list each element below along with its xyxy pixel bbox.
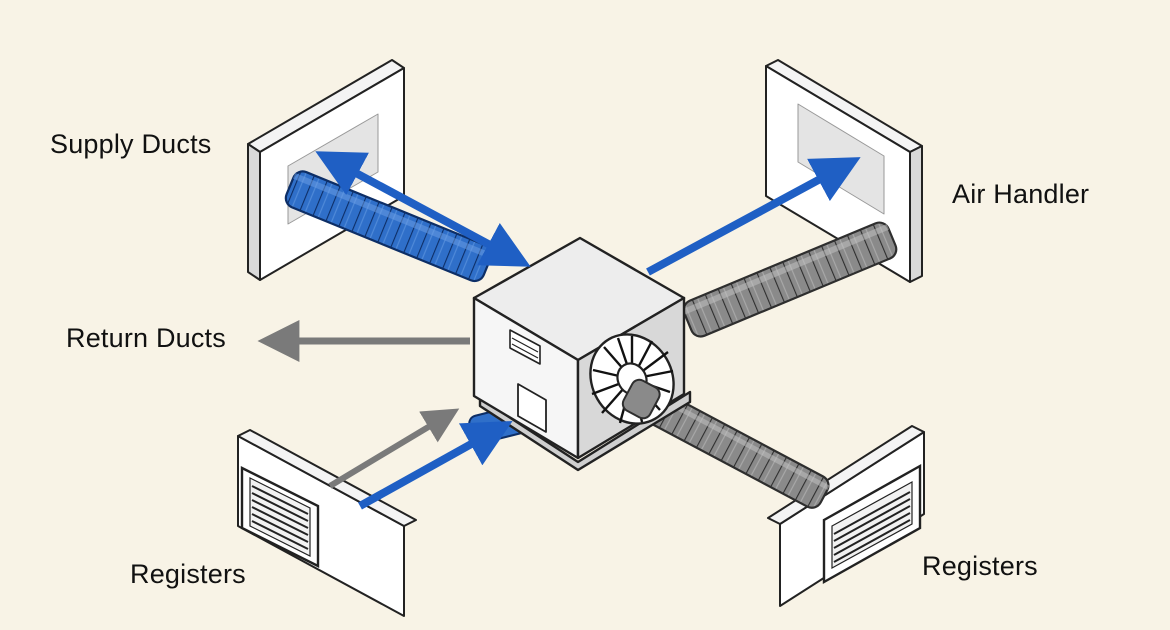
label-registers-left: Registers [130, 559, 246, 589]
flow-arrow-blue-bottom-left [358, 420, 513, 510]
flow-arrow-to-air-handler [646, 157, 861, 276]
wall-panel-top-left [247, 59, 405, 281]
label-registers-right: Registers [922, 551, 1038, 581]
air-handler-unit [472, 236, 692, 472]
flow-arrow-supply-bidirectional [315, 151, 531, 267]
register-vent-right [822, 463, 922, 585]
label-supply-ducts: Supply Ducts [50, 129, 212, 159]
fan-duct-connector [621, 378, 661, 420]
flow-arrow-gray-bottom-left [328, 408, 460, 489]
register-vent-left [240, 466, 320, 568]
label-air-handler: Air Handler [952, 179, 1090, 209]
label-return-ducts: Return Ducts [66, 323, 226, 353]
duct-top-right [682, 221, 898, 338]
